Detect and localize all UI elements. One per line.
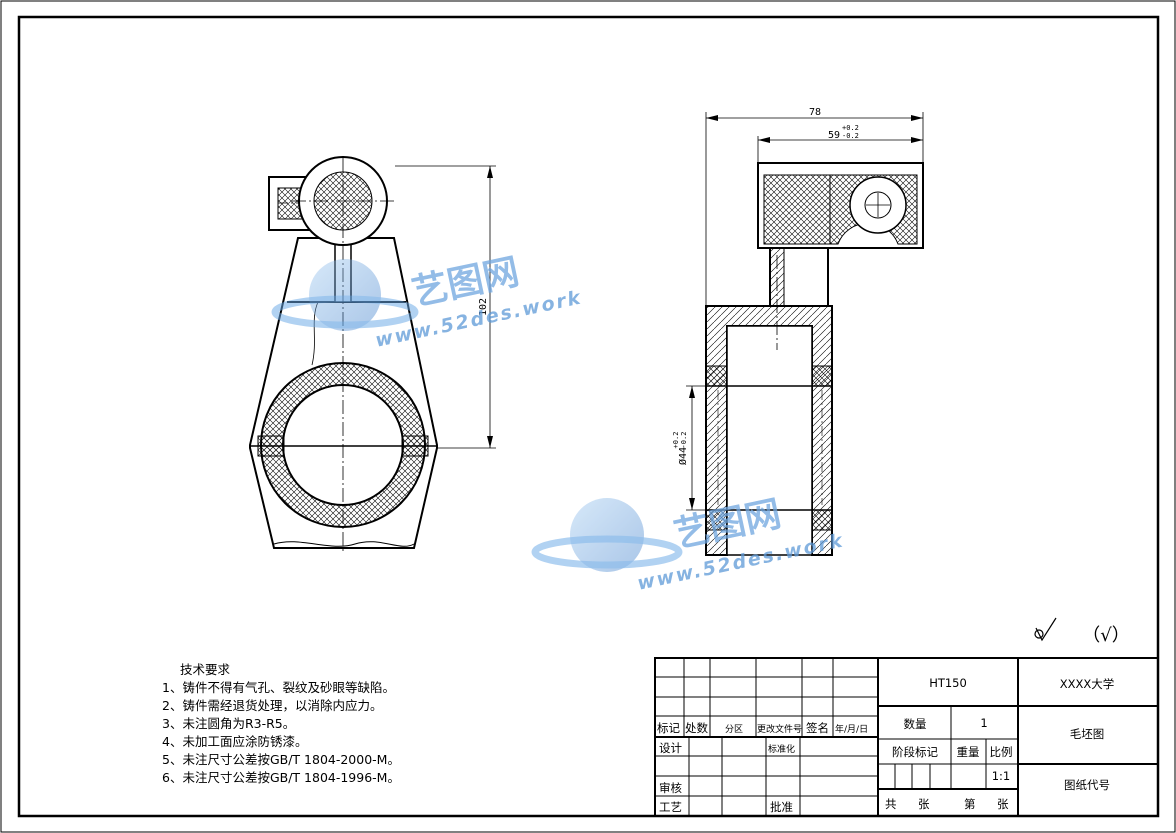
school-name: XXXX大学 <box>1059 677 1115 691</box>
bore-diameter-dimension: Ø44 <box>677 447 689 465</box>
inner-width-tol-lower: -0.2 <box>842 132 859 140</box>
role-design: 设计 <box>659 741 682 755</box>
inner-width-tol-upper: +0.2 <box>842 124 859 132</box>
quantity-value: 1 <box>980 716 988 730</box>
scale-value: 1:1 <box>991 769 1011 783</box>
header-mark: 标记 <box>657 721 680 735</box>
stage-mark-label: 阶段标记 <box>892 745 938 759</box>
requirement-item: 6、未注尺寸公差按GB/T 1804-1996-M。 <box>162 770 400 785</box>
overall-width-dimension: 78 <box>809 107 821 118</box>
watermark-globe-icon <box>570 498 644 572</box>
role-approve: 批准 <box>770 800 793 814</box>
header-change-doc: 更改文件号 <box>757 725 803 735</box>
role-review: 审核 <box>659 781 682 795</box>
section-view: 78 59 +0.2 -0.2 Ø44 +0.2 -0.2 <box>672 107 924 556</box>
drawing-code-label: 图纸代号 <box>1064 778 1110 792</box>
roughness-symbol <box>1034 617 1057 642</box>
sheet-unit-1: 张 <box>918 797 930 811</box>
sheet-number-label: 第 <box>964 797 976 811</box>
bore-tol-lower: -0.2 <box>680 432 688 449</box>
header-zone: 分区 <box>725 725 744 735</box>
sheet-total-label: 共 <box>885 797 897 811</box>
scale-label: 比例 <box>989 745 1013 759</box>
roughness-note: （√） <box>1082 625 1129 646</box>
title-block-grid <box>654 657 1159 817</box>
requirement-item: 2、铸件需经退货处理，以消除内应力。 <box>162 698 383 713</box>
header-date: 年/月/日 <box>835 725 869 735</box>
role-process: 工艺 <box>659 800 682 814</box>
role-standardization: 标准化 <box>768 745 796 755</box>
header-signature: 签名 <box>806 721 829 735</box>
inner-frame <box>17 15 1160 818</box>
requirement-item: 4、未加工面应涂防锈漆。 <box>162 734 308 749</box>
height-dimension: 102 <box>478 298 489 316</box>
drawing-name: 毛坯图 <box>1069 727 1105 741</box>
watermark-globe-icon <box>309 259 381 331</box>
front-view: 102 <box>249 156 496 552</box>
requirement-item: 5、未注尺寸公差按GB/T 1804-2000-M。 <box>162 752 400 767</box>
technical-requirements-title: 技术要求 <box>180 662 231 677</box>
requirement-item: 3、未注圆角为R3-R5。 <box>162 716 296 731</box>
header-count: 处数 <box>685 721 708 735</box>
requirement-item: 1、铸件不得有气孔、裂纹及砂眼等缺陷。 <box>162 680 395 695</box>
technical-requirements: 技术要求 1、铸件不得有气孔、裂纹及砂眼等缺陷。 2、铸件需经退货处理，以消除内… <box>162 661 400 787</box>
inner-width-dimension: 59 <box>828 130 840 141</box>
bore-tol-upper: +0.2 <box>672 432 680 449</box>
quantity-label: 数量 <box>903 717 927 731</box>
material-value: HT150 <box>929 676 967 690</box>
sheet-unit-2: 张 <box>997 797 1009 811</box>
weight-label: 重量 <box>956 745 980 759</box>
